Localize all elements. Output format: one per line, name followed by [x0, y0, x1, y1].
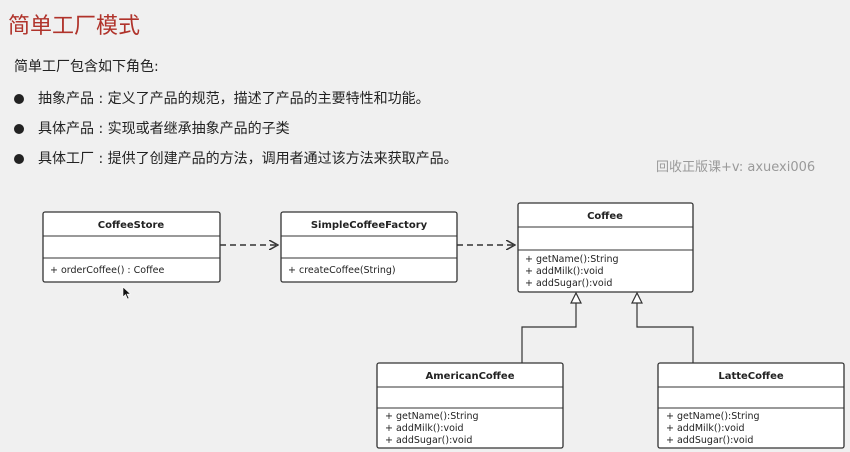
mouse-cursor-icon	[122, 286, 132, 300]
class-name: LatteCoffee	[718, 371, 784, 382]
class-american-coffee: AmericanCoffee + getName():String + addM…	[376, 362, 564, 449]
inheritance-arrow-latte	[631, 291, 694, 363]
method-text: + addSugar():void	[385, 435, 472, 446]
method-text: + addMilk():void	[666, 423, 745, 434]
class-name: Coffee	[587, 211, 623, 222]
bullet-icon	[14, 154, 24, 164]
method-text: + orderCoffee() : Coffee	[50, 265, 164, 276]
class-name: AmericanCoffee	[426, 371, 515, 382]
bullet-icon	[14, 94, 24, 104]
list-item: 抽象产品 : 定义了产品的规范，描述了产品的主要特性和功能。	[14, 88, 458, 118]
method-text: + addMilk():void	[385, 423, 464, 434]
list-item-text: 抽象产品 : 定义了产品的规范，描述了产品的主要特性和功能。	[38, 91, 430, 107]
method-text: + getName():String	[666, 411, 760, 422]
page-title: 简单工厂模式	[8, 14, 141, 39]
subtitle: 简单工厂包含如下角色:	[14, 59, 159, 75]
list-item: 具体工厂 : 提供了创建产品的方法，调用者通过该方法来获取产品。	[14, 148, 458, 178]
method-text: + getName():String	[525, 254, 619, 265]
list-item-text: 具体工厂 : 提供了创建产品的方法，调用者通过该方法来获取产品。	[38, 151, 458, 167]
method-text: + addMilk():void	[525, 266, 604, 277]
class-name: SimpleCoffeeFactory	[311, 220, 428, 231]
list-item-text: 具体产品 : 实现或者继承抽象产品的子类	[38, 121, 290, 137]
method-text: + addSugar():void	[666, 435, 753, 446]
method-text: + getName():String	[385, 411, 479, 422]
class-coffee: Coffee + getName():String + addMilk():vo…	[517, 202, 694, 293]
method-text: + addSugar():void	[525, 278, 612, 289]
list-item: 具体产品 : 实现或者继承抽象产品的子类	[14, 118, 458, 148]
bullet-icon	[14, 124, 24, 134]
inheritance-arrow-american	[521, 291, 582, 363]
class-coffee-store: CoffeeStore + orderCoffee() : Coffee	[42, 211, 221, 283]
method-text: + createCoffee(String)	[288, 265, 396, 276]
watermark: 回收正版课+v: axuexi006	[656, 160, 816, 175]
class-latte-coffee: LatteCoffee + getName():String + addMilk…	[657, 362, 845, 449]
class-simple-coffee-factory: SimpleCoffeeFactory + createCoffee(Strin…	[280, 211, 458, 283]
class-name: CoffeeStore	[98, 220, 165, 231]
role-list: 抽象产品 : 定义了产品的规范，描述了产品的主要特性和功能。 具体产品 : 实现…	[14, 88, 458, 178]
